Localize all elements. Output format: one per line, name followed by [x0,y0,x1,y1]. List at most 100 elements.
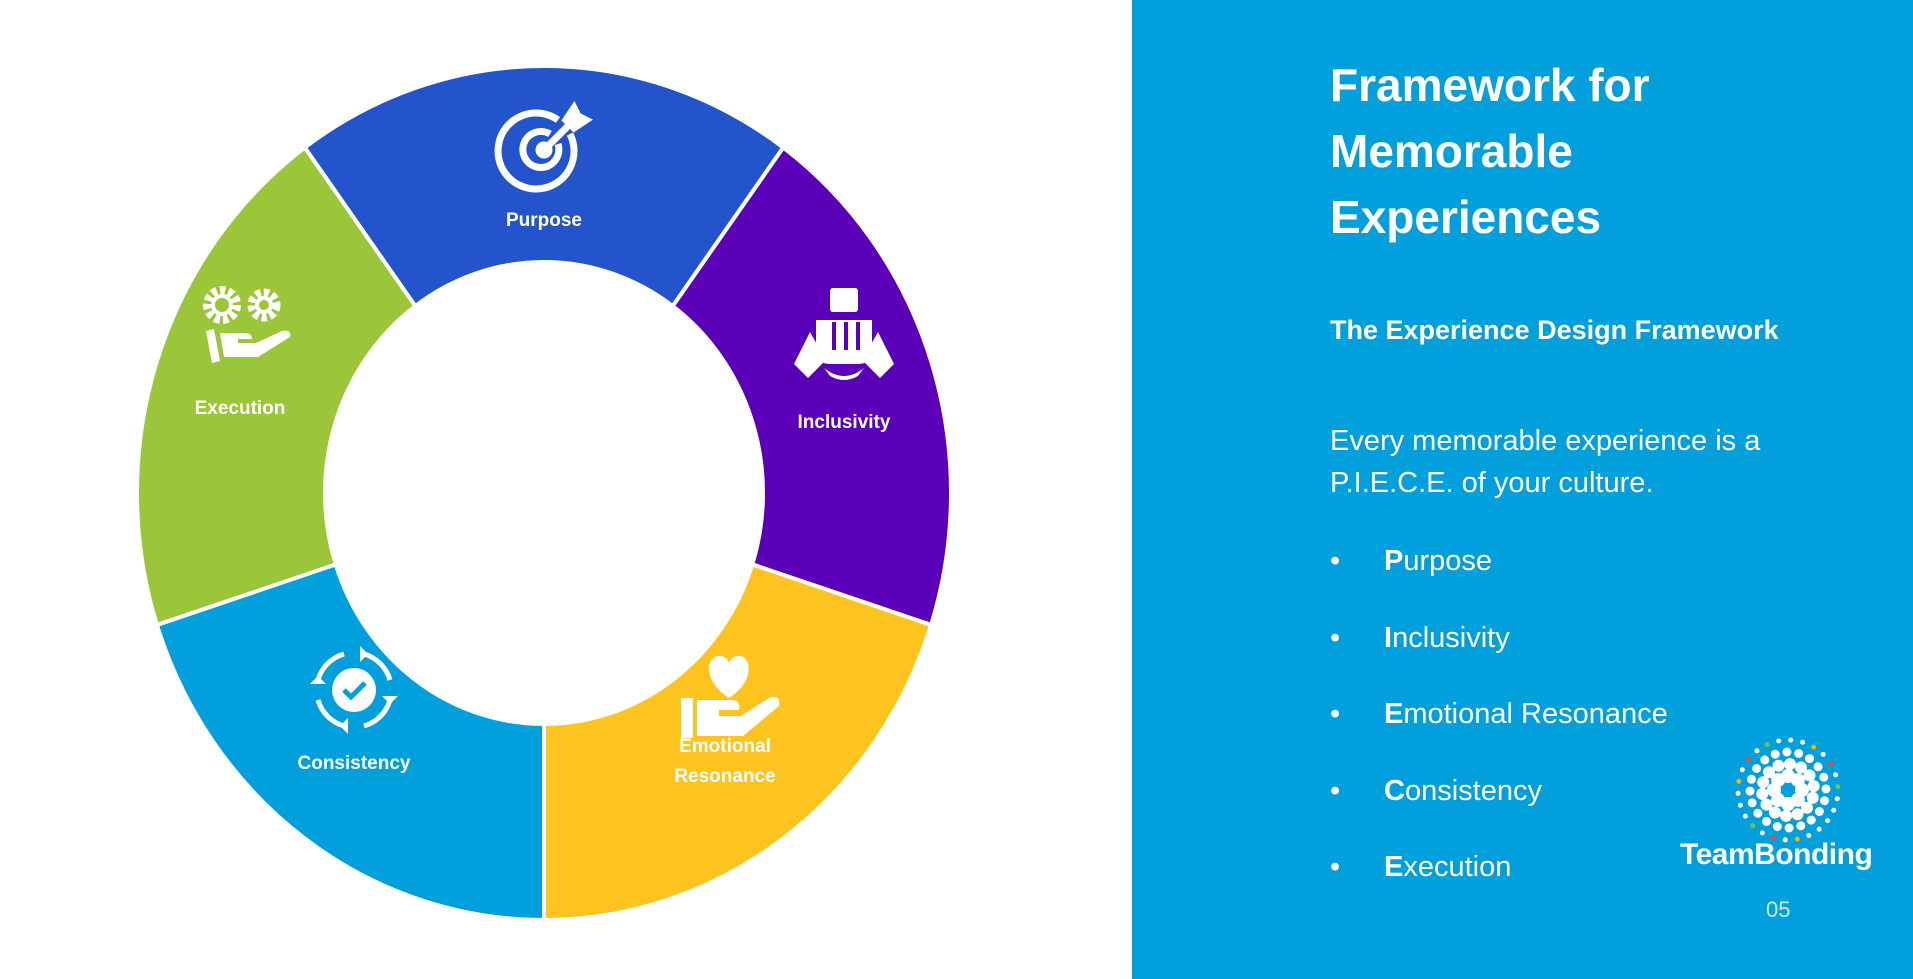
logo-dot [1828,761,1834,767]
item-text: xecution [1403,851,1512,883]
hands-together-icon [794,288,894,380]
logo-dot [1750,823,1756,829]
item-text: urpose [1403,545,1493,577]
logo-dot [1772,822,1782,831]
target-arrow-icon [494,101,593,193]
logo-dot [1811,744,1817,750]
logo-dot [1820,796,1829,806]
logo-dot [1806,833,1812,838]
item-text: motional Resonance [1403,698,1668,730]
logo-dot [1780,809,1792,822]
logo-dot [1806,791,1819,804]
logo-dot [1763,766,1775,779]
slide-subtitle: The Experience Design Framework [1330,315,1779,345]
logo-dot [1835,784,1841,790]
segment-inclusivity [669,144,953,628]
segment-label-execution: Execution [195,398,286,419]
logo-dot [1816,826,1822,832]
bullet-icon: • [1330,774,1341,807]
brand-name: TeamBonding [1680,838,1873,871]
logo-dot [1782,747,1792,757]
logo-dot [1772,759,1785,772]
logo-dot [1752,764,1762,773]
logo-dot [1745,786,1755,796]
logo-dot [1756,787,1769,800]
logo-dot [1759,830,1765,836]
initial: P [1384,545,1404,577]
logo-dot [1776,738,1782,744]
logo-dot [1805,754,1814,764]
logo-dot [1747,774,1756,784]
logo-dot [1769,806,1781,819]
logo-dot [1754,748,1760,754]
bullet-icon: • [1330,621,1341,654]
logo-dot [1814,807,1824,816]
segment-label-consistency: Consistency [298,753,411,774]
logo-dot [1760,798,1773,811]
logo-dot [1820,751,1826,757]
teambonding-logo-icon [1735,737,1841,843]
logo-dot [1813,762,1823,772]
logo-dot [1794,749,1804,758]
logo-dot [1803,769,1816,782]
logo-dot [1831,807,1837,813]
slide-title: Framework for Memorable Experiences [1330,59,1650,243]
initial: I [1384,621,1393,654]
logo-dot [1782,837,1788,843]
logo-dot [1791,808,1804,821]
logo-dot [1790,773,1805,788]
segment-label-inclusivity: Inclusivity [798,412,891,433]
segment-consistency [154,561,546,923]
logo-dot [1747,798,1757,808]
logo-dot [1760,755,1770,765]
intro-text: Every memorable experience is a P.I.E.C.… [1330,425,1761,499]
piece-wheel-diagram: Purpose Inclusivity Emotional Resonance … [135,65,953,923]
logo-dot [1806,815,1816,825]
logo-dot [1762,816,1771,826]
heart-in-hand-icon [681,655,780,738]
logo-dot [1796,821,1806,831]
logo-dot [1819,772,1829,782]
logo-dot [1834,796,1840,802]
logo-dot [1821,784,1831,794]
logo-dot [1735,790,1741,796]
item-text: onsistency [1404,774,1542,807]
info-panel: Framework for Memorable Experiences The … [1132,0,1913,979]
logo-dot [1784,823,1794,833]
logo-dot [1770,749,1780,759]
segment-label-emotional: Emotional [679,736,771,757]
logo-dot [1801,801,1813,814]
logo-dot [1739,767,1745,773]
cycle-check-icon [310,646,398,734]
segment-label-purpose: Purpose [506,210,582,231]
segment-execution [135,144,419,628]
logo-dot [1742,813,1748,819]
segment-label-resonance: Resonance [674,766,775,787]
logo-dot [1770,835,1776,841]
logo-dot [1745,756,1751,762]
logo-dot [1794,836,1800,842]
gears-in-hand-icon [203,286,291,363]
initial: C [1384,774,1405,807]
bullet-icon: • [1330,851,1341,883]
logo-dot [1784,758,1796,771]
item-text: nclusivity [1392,621,1510,654]
logo-dot [1788,737,1794,743]
logo-dot [1736,778,1742,784]
logo-dot [1737,802,1743,808]
page-number: 05 [1766,897,1791,922]
logo-dot [1757,776,1770,789]
logo-dot [1807,780,1820,793]
logo-dot [1833,772,1839,778]
logo-dot [1753,808,1763,818]
initial: E [1384,698,1404,730]
logo-dot [1825,818,1831,824]
bullet-icon: • [1330,545,1341,577]
logo-dot [1764,742,1770,747]
segment-emotional-resonance [542,561,934,923]
